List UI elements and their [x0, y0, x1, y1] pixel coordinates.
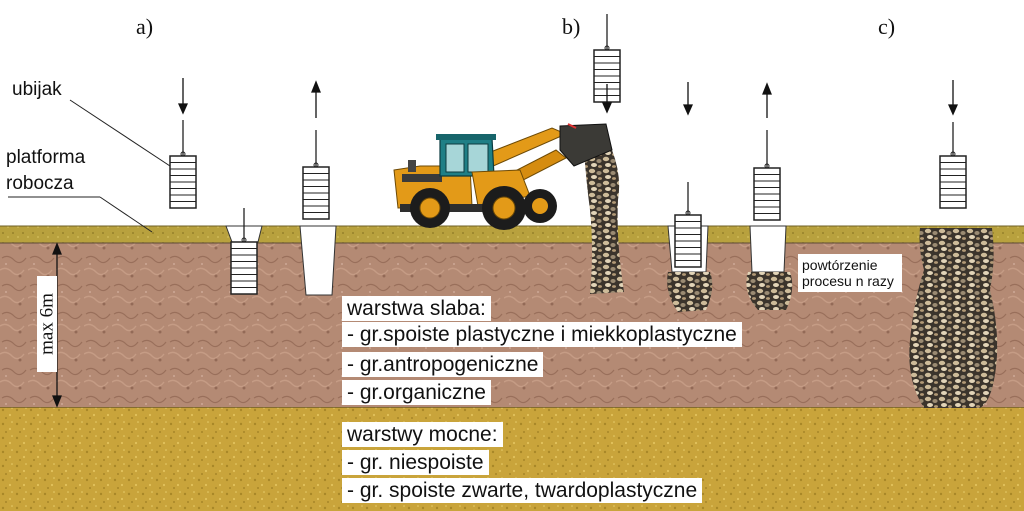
gravel-stream-b1: [584, 146, 624, 294]
gravel-pocket-b2: [667, 272, 713, 312]
platform-label-line1: platforma: [6, 147, 86, 168]
tamper-weight-a2: [230, 241, 258, 295]
gravel-column-c: [909, 228, 998, 408]
tamper-weight-a3: [302, 166, 330, 220]
label-c: c): [878, 14, 896, 39]
tamper-weight-a1: [169, 155, 197, 209]
arrow-up-icon: [311, 80, 321, 118]
platform-label-line2: robocza: [6, 173, 74, 194]
arrow-down-icon: [947, 80, 959, 116]
label-a: a): [136, 14, 154, 39]
arrow-up-icon: [762, 82, 772, 118]
arrow-down-icon: [177, 78, 189, 115]
repeat-process-note: powtórzenie procesu n razy: [798, 254, 902, 292]
tamper-weight-b3: [753, 167, 781, 221]
tamper-label: ubijak: [12, 79, 62, 100]
working-platform-layer: [0, 226, 1024, 243]
arrow-down-icon: [601, 84, 613, 114]
tamper-weight-b2: [674, 214, 702, 268]
crater-a2: [299, 225, 337, 296]
strong-layer-item-1: - gr. niespoiste: [342, 450, 489, 475]
strong-layer-item-2: - gr. spoiste zwarte, twardoplastyczne: [342, 478, 703, 503]
label-b: b): [562, 14, 581, 39]
weak-layer-item-2: - gr.antropogeniczne: [342, 352, 544, 377]
depth-label: max 6m: [36, 293, 58, 355]
strong-layer-title: warstwy mocne:: [342, 422, 503, 447]
tamper-weight-c: [939, 155, 967, 209]
arrow-down-icon: [682, 82, 694, 116]
platform-leader-line-2: [99, 196, 153, 233]
weak-layer-item-1: - gr.spoiste plastyczne i miekkoplastycz…: [342, 322, 742, 347]
wheel-loader-icon: [393, 123, 613, 230]
gravel-pocket-b3: [746, 272, 793, 310]
tamper-leader-line: [69, 99, 171, 167]
weak-layer-item-3: - gr.organiczne: [342, 380, 491, 405]
crater-b3: [749, 225, 787, 273]
weak-layer-title: warstwa slaba:: [342, 296, 491, 321]
